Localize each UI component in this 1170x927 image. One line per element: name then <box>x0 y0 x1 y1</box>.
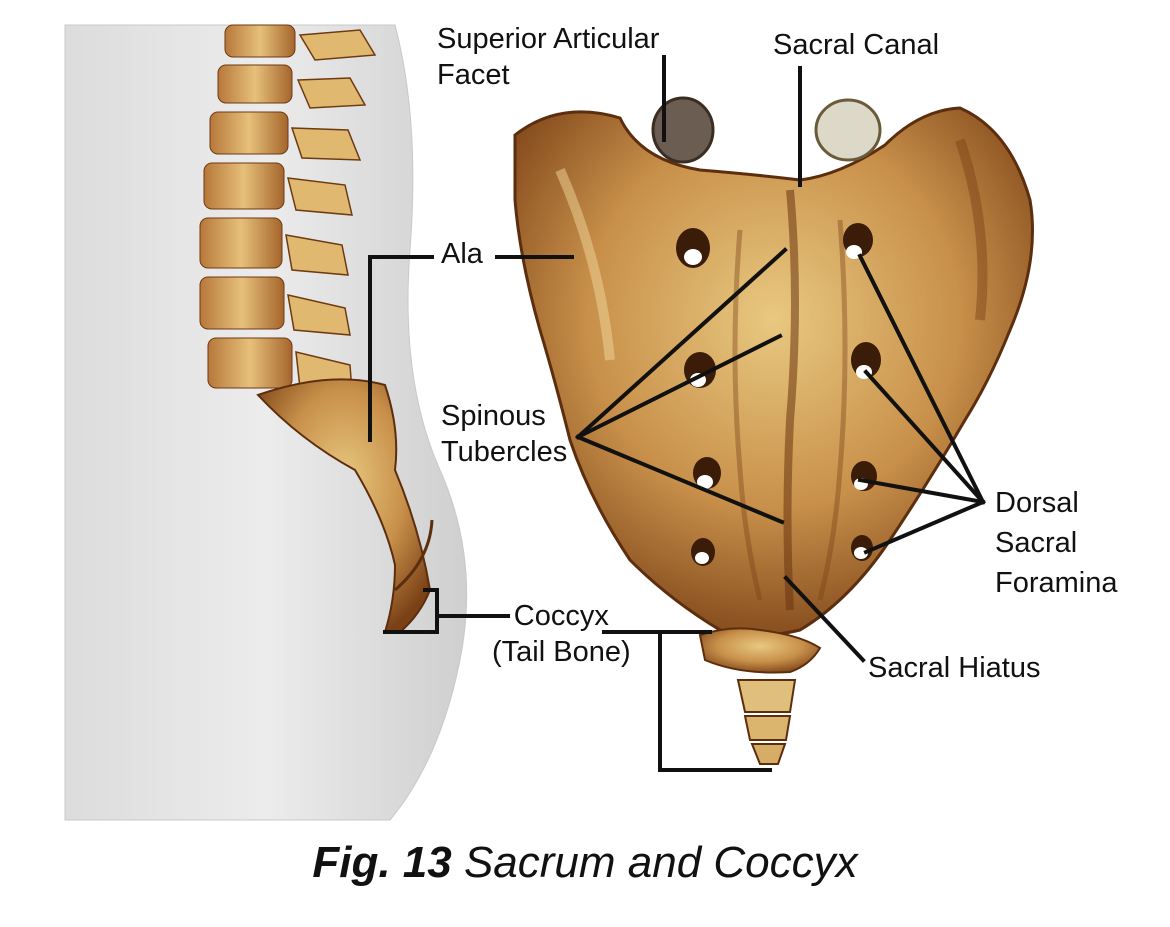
label-coccyx-line2: (Tail Bone) <box>492 634 631 670</box>
label-ala: Ala <box>441 236 483 272</box>
coccyx-posterior <box>700 628 820 764</box>
label-spinous-tubercles-line1: Spinous <box>441 398 567 434</box>
label-dorsal-sacral-foramina-line3: Foramina <box>995 563 1118 603</box>
label-dorsal-sacral-foramina-line2: Sacral <box>995 523 1118 563</box>
label-spinous-tubercles-line2: Tubercles <box>441 434 567 470</box>
label-superior-articular-facet-line1: Superior Articular <box>437 21 659 57</box>
label-dorsal-sacral-foramina: Dorsal Sacral Foramina <box>995 483 1118 603</box>
label-superior-articular-facet: Superior Articular Facet <box>437 21 659 93</box>
figure-number: Fig. 13 <box>312 838 451 887</box>
figure-title: Sacrum and Coccyx <box>464 838 858 887</box>
label-coccyx-line1: Coccyx <box>492 598 631 634</box>
label-sacral-canal: Sacral Canal <box>773 27 939 63</box>
figure-caption: Fig. 13 Sacrum and Coccyx <box>0 838 1170 888</box>
label-dorsal-sacral-foramina-line1: Dorsal <box>995 483 1118 523</box>
sacrum-posterior <box>515 108 1033 635</box>
label-superior-articular-facet-line2: Facet <box>437 57 659 93</box>
label-spinous-tubercles: Spinous Tubercles <box>441 398 567 470</box>
label-coccyx: Coccyx (Tail Bone) <box>492 598 631 670</box>
superior-articular-facets <box>653 98 880 162</box>
label-sacral-hiatus: Sacral Hiatus <box>868 650 1040 686</box>
